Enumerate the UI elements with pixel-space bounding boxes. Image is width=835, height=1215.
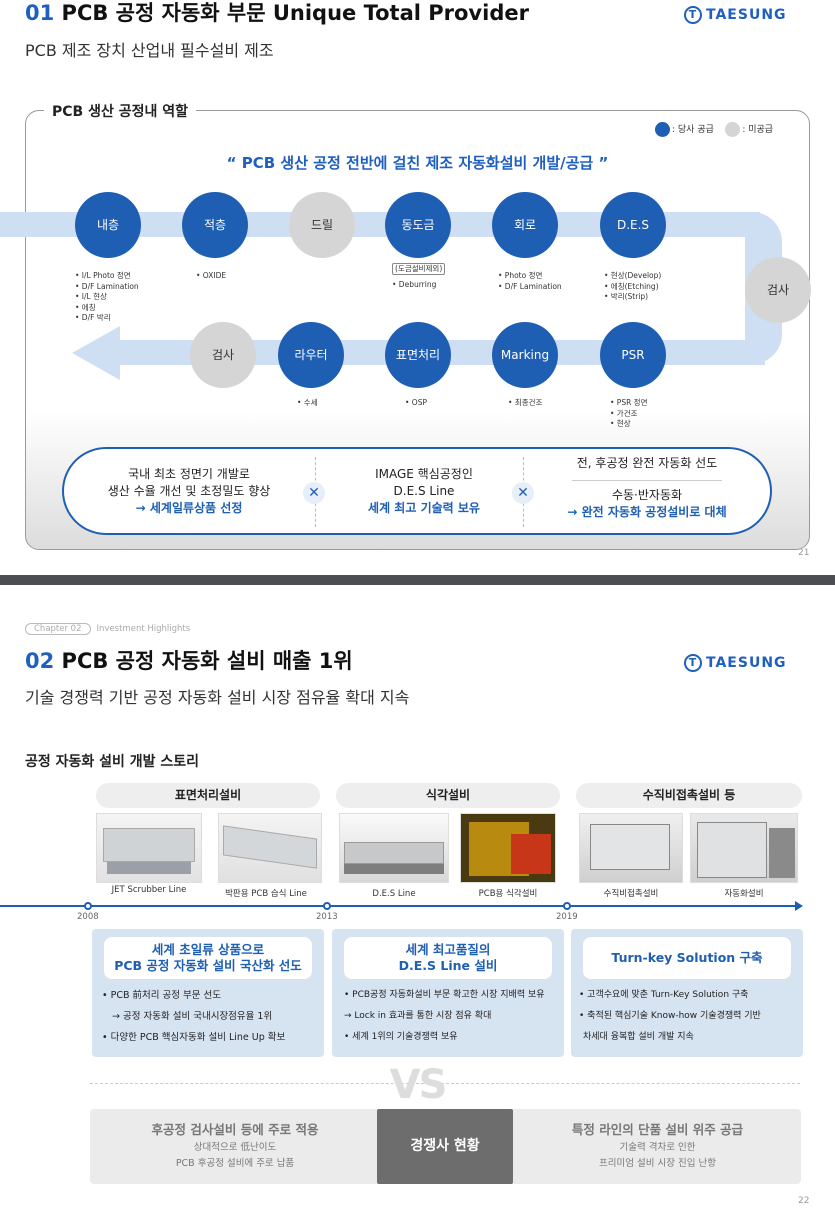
photo-caption: 수직비접촉설비 — [603, 889, 659, 899]
page-subtitle: PCB 제조 장치 산업내 필수설비 제조 — [25, 41, 274, 60]
competitor-right: 특정 라인의 단품 설비 위주 공급 기술력 격차로 인한 프리미엄 설비 시장… — [571, 1122, 744, 1169]
logo-icon: T — [684, 654, 702, 672]
card-title: Turn-key Solution 구축 — [583, 937, 791, 979]
frame-title: PCB 생산 공정내 역할 — [44, 101, 196, 121]
equipment-photo — [218, 813, 322, 883]
divider — [572, 480, 722, 481]
flow-arrow-head — [72, 326, 120, 380]
step-router: 라우터 — [278, 322, 344, 388]
timeline-year: 2019 — [556, 912, 578, 922]
timeline-marker — [84, 902, 92, 910]
step-copper-plating: 동도금 — [385, 192, 451, 258]
vs-label: VS — [389, 1062, 448, 1108]
card-body: • PCB공정 자동화설비 부문 확고한 시장 지배력 보유→ Lock in … — [344, 990, 545, 1042]
step-des: D.E.S — [600, 192, 666, 258]
step-circuit: 회로 — [492, 192, 558, 258]
slide-divider — [0, 575, 835, 585]
equipment-photo — [96, 813, 202, 883]
photo-caption: PCB용 식각설비 — [478, 889, 538, 899]
category-etching: 식각설비 — [336, 783, 560, 808]
page-title: 01 PCB 공정 자동화 부문 Unique Total Provider — [25, 1, 529, 25]
summary-col-3: 전, 후공정 완전 자동화 선도 수동·반자동화→ 완전 자동화 공정설비로 대… — [567, 456, 727, 519]
legend-supplied-dot — [655, 122, 670, 137]
step-notes: • Photo 정면• D/F Lamination — [498, 271, 562, 291]
competitor-status-label: 경쟁사 현황 — [377, 1109, 513, 1184]
photo-caption: 자동화설비 — [724, 889, 764, 899]
photo-caption: 박판용 PCB 습식 Line — [225, 889, 307, 899]
step-notes: • 수세 — [297, 398, 318, 407]
category-vertical: 수직비접촉설비 등 — [576, 783, 802, 808]
step-notes: • PSR 정면• 가건조• 현상 — [610, 398, 648, 428]
page-number: 22 — [798, 1196, 810, 1206]
vs-divider — [90, 1083, 800, 1084]
headline-quote: “ PCB 생산 공정 전반에 걸친 제조 자동화설비 개발/공급 ” — [226, 154, 609, 172]
logo-icon: T — [684, 6, 702, 24]
step-drill: 드릴 — [289, 192, 355, 258]
photo-caption: JET Scrubber Line — [111, 885, 187, 895]
timeline-line — [0, 905, 800, 907]
step-inspection-final: 검사 — [190, 322, 256, 388]
card-body: • PCB 前처리 공정 부문 선도 → 공정 자동화 설비 국내시장점유율 1… — [102, 990, 286, 1043]
step-surface-treatment: 표면처리 — [385, 322, 451, 388]
timeline-arrow-icon — [795, 901, 803, 911]
equipment-photo — [690, 813, 798, 883]
equipment-photo — [579, 813, 683, 883]
equipment-photo — [339, 813, 449, 883]
step-notes: • OSP — [405, 398, 427, 407]
competitor-left: 후공정 검사설비 등에 주로 적용 상대적으로 低난이도 PCB 후공정 설비에… — [151, 1122, 319, 1169]
step-notes: • 최종건조 — [508, 398, 543, 407]
exclusion-badge: (도금설비제외) — [392, 263, 446, 275]
step-notes: • I/L Photo 정면• D/F Lamination• I/L 현상• … — [75, 271, 139, 322]
times-icon: ✕ — [512, 482, 534, 504]
page-title: 02 PCB 공정 자동화 설비 매출 1위 — [25, 649, 353, 673]
slide-21: 01 PCB 공정 자동화 부문 Unique Total Provider P… — [0, 0, 835, 575]
times-icon: ✕ — [303, 482, 325, 504]
photo-caption: D.E.S Line — [372, 889, 416, 899]
step-inspection-side: 검사 — [745, 257, 811, 323]
step-notes: (도금설비제외) • Deburring — [392, 263, 446, 291]
timeline-marker — [563, 902, 571, 910]
step-psr: PSR — [600, 322, 666, 388]
story-title: 공정 자동화 설비 개발 스토리 — [25, 754, 200, 770]
timeline-year: 2013 — [316, 912, 338, 922]
page-number: 21 — [798, 548, 810, 558]
step-lamination: 적층 — [182, 192, 248, 258]
card-body: • 고객수요에 맞춘 Turn-Key Solution 구축• 축적된 핵심기… — [579, 990, 761, 1042]
legend-unsupplied-dot — [725, 122, 741, 137]
step-inner-layer: 내층 — [75, 192, 141, 258]
timeline-year: 2008 — [77, 912, 99, 922]
timeline-marker — [323, 902, 331, 910]
category-surface: 표면처리설비 — [96, 783, 320, 808]
equipment-photo — [460, 813, 556, 883]
page-subtitle: 기술 경쟁력 기반 공정 자동화 설비 시장 점유율 확대 지속 — [25, 688, 410, 707]
step-marking: Marking — [492, 322, 558, 388]
milestone-card: Turn-key Solution 구축 • 고객수요에 맞춘 Turn-Key… — [571, 929, 803, 1057]
step-notes: • 현상(Develop)• 에칭(Etching)• 박리(Strip) — [604, 271, 662, 301]
legend: : 당사 공급 : 미공급 — [655, 122, 773, 137]
step-notes: • OXIDE — [196, 271, 227, 280]
